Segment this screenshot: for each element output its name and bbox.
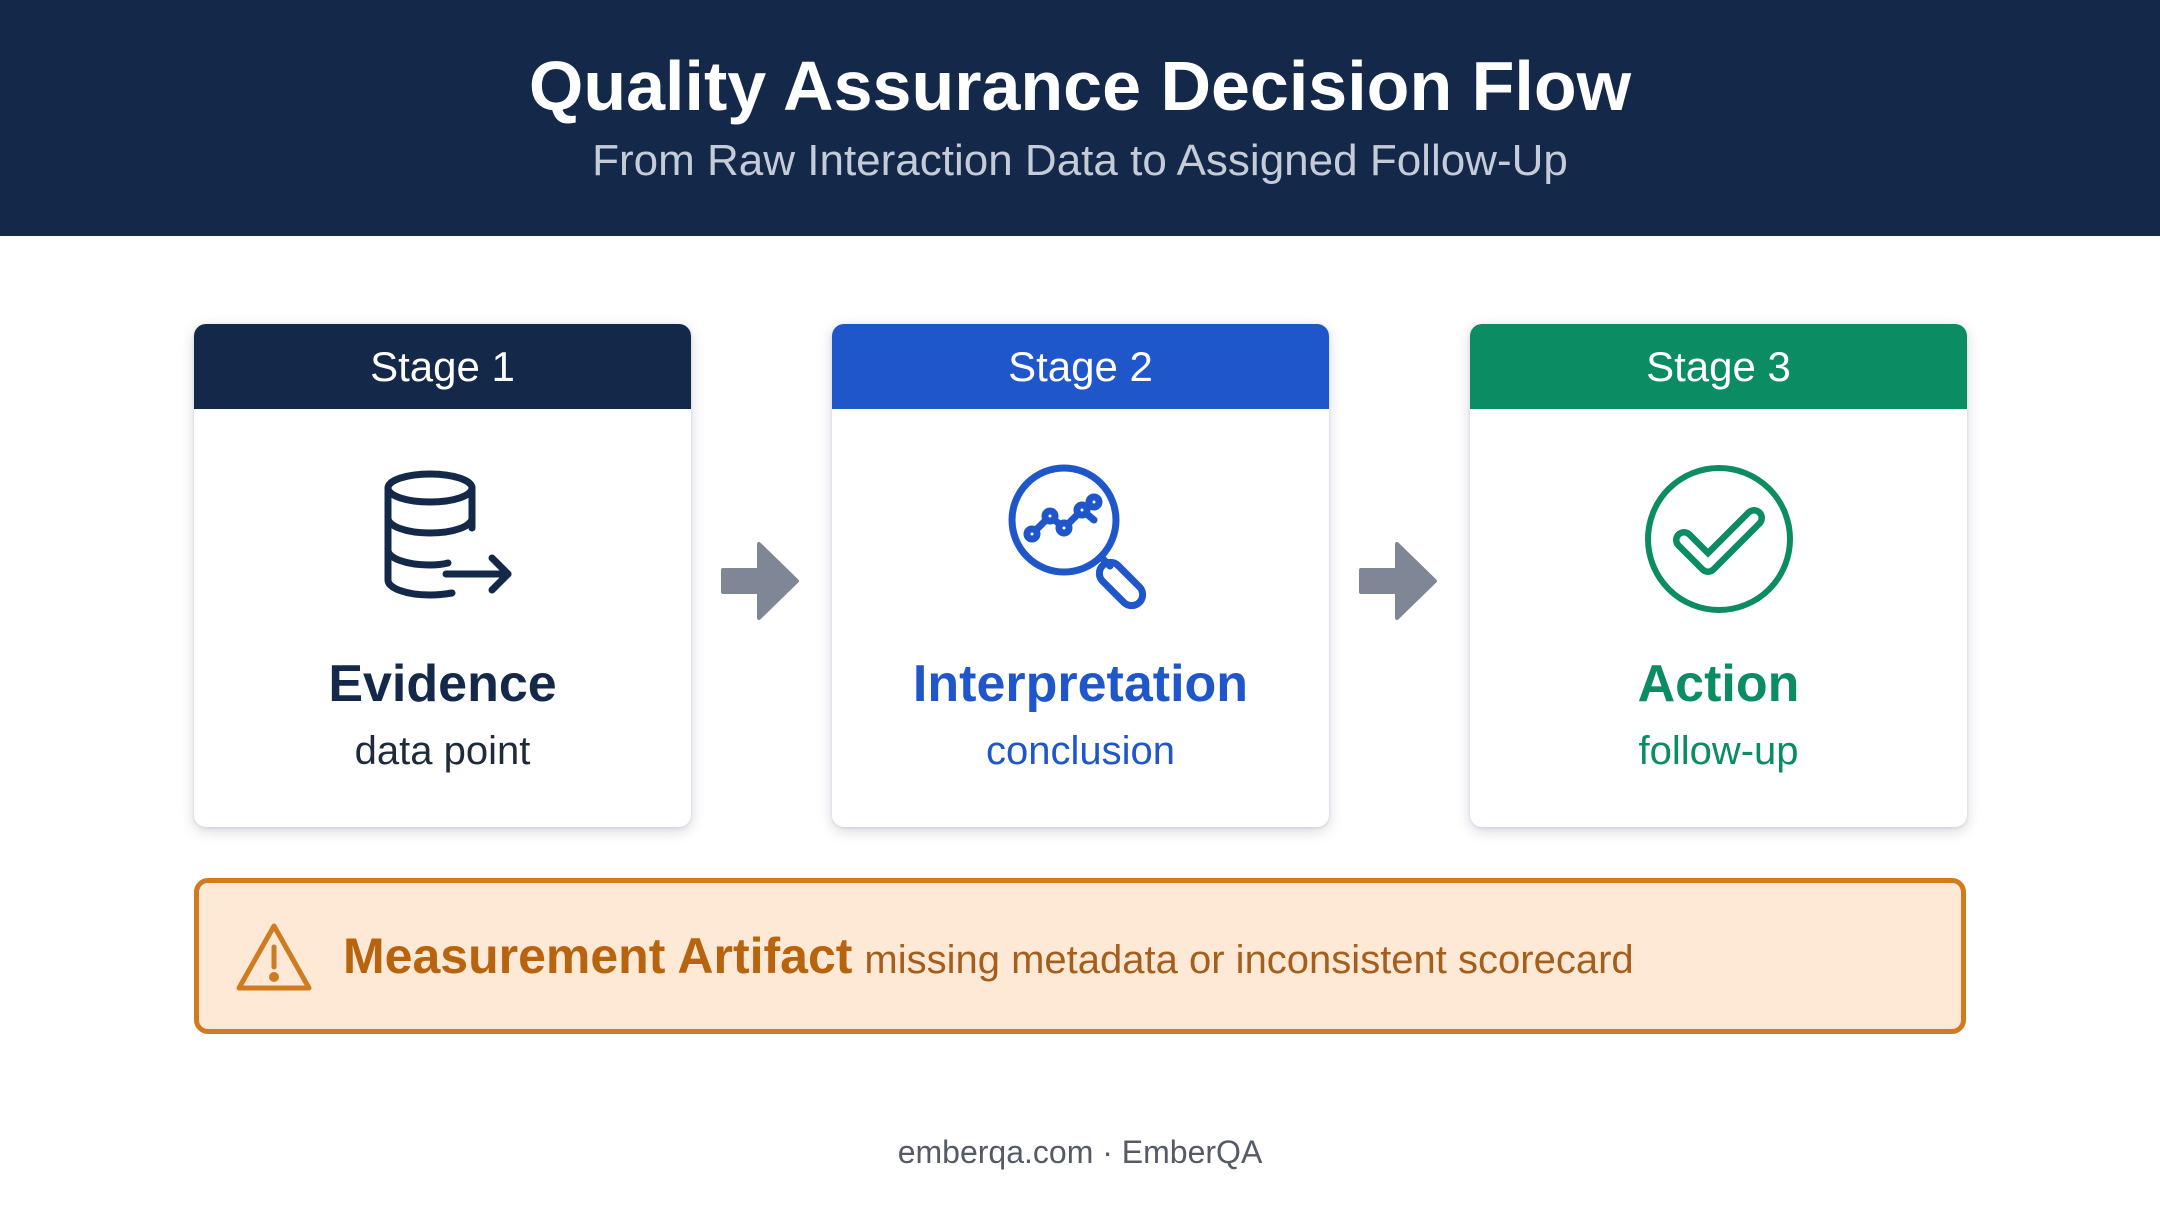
stage-title: Evidence (328, 655, 557, 713)
warning-description: missing metadata or inconsistent scoreca… (864, 938, 1634, 982)
stage-subtitle: conclusion (985, 729, 1175, 773)
header-banner: Quality Assurance Decision Flow From Raw… (0, 0, 2160, 236)
stage-card-action: Stage 3 Action follow-up (1470, 324, 1967, 827)
stage-card-evidence: Stage 1 Evidence data point (194, 324, 691, 827)
page-subtitle: From Raw Interaction Data to Assigned Fo… (592, 136, 1568, 185)
stage-title: Interpretation (912, 655, 1249, 713)
stage-label: Stage 3 (1470, 324, 1967, 409)
stage-label: Stage 2 (832, 324, 1329, 409)
stage-title: Action (1637, 655, 1800, 713)
footer-credit: emberqa.com · EmberQA (897, 1134, 1263, 1170)
arrow-right-icon (1355, 534, 1441, 628)
stage-subtitle: data point (354, 729, 531, 773)
warning-title: Measurement Artifact (343, 928, 853, 984)
stage-subtitle: follow-up (1638, 729, 1799, 773)
page-title: Quality Assurance Decision Flow (528, 47, 1632, 125)
check-circle-icon (1644, 464, 1794, 614)
arrow-right-icon (717, 534, 803, 628)
stage-card-interpretation: Stage 2 Interpretation conclusion (832, 324, 1329, 827)
magnifier-trend-icon (1006, 464, 1156, 614)
stage-label: Stage 1 (194, 324, 691, 409)
warning-triangle-icon (235, 921, 313, 993)
database-export-icon (368, 464, 518, 614)
